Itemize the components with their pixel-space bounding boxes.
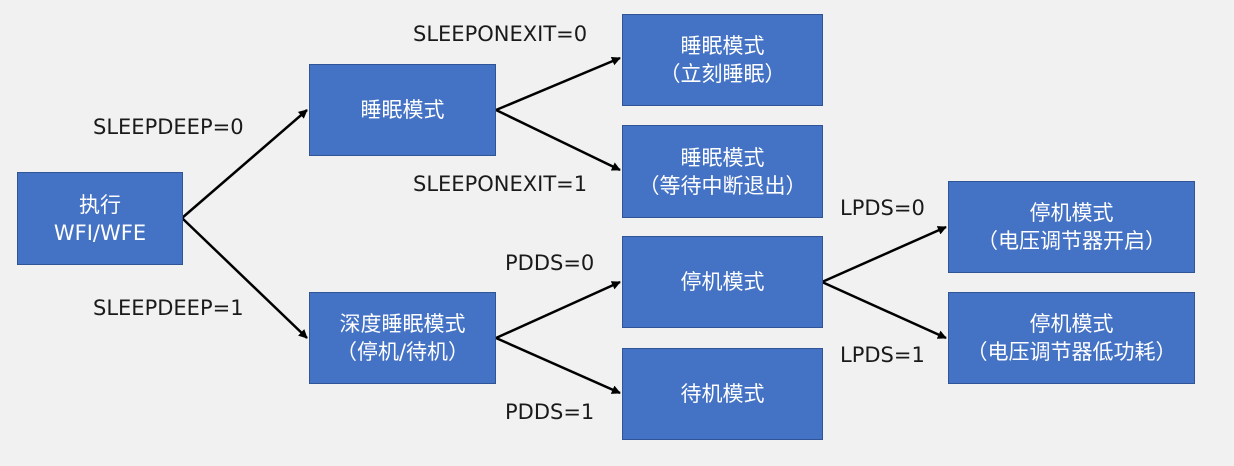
node-execute-wfi-wfe: 执行 WFI/WFE <box>17 172 183 265</box>
node-sleep-immediate: 睡眠模式 （立刻睡眠） <box>622 14 823 106</box>
node-deep-sleep-line2: （停机/待机） <box>335 340 470 364</box>
label-sleepdeep-0: SLEEPDEEP=0 <box>93 115 244 139</box>
node-standby-mode-line1: 待机模式 <box>680 382 765 406</box>
node-stop-regulator-on-line1: 停机模式 <box>1029 201 1114 225</box>
label-sleeponexit-1: SLEEPONEXIT=1 <box>413 172 588 196</box>
label-lpds-0: LPDS=0 <box>840 196 925 220</box>
node-sleep-mode-line1: 睡眠模式 <box>360 98 445 122</box>
arrow-deep-sleep-to-standby <box>495 336 621 395</box>
node-sleep-immediate-line2: （立刻睡眠） <box>659 62 786 86</box>
arrow-execute-to-sleep <box>181 109 308 219</box>
arrow-sleep-to-on-exit <box>495 108 621 172</box>
node-execute-line2: WFI/WFE <box>53 220 147 245</box>
node-stop-regulator-on: 停机模式 （电压调节器开启） <box>948 181 1195 273</box>
label-pdds-0: PDDS=0 <box>505 251 595 275</box>
node-deep-sleep: 深度睡眠模式 （停机/待机） <box>309 292 496 384</box>
node-sleep-on-exit-line1: 睡眠模式 <box>680 145 765 170</box>
arrow-stop-to-regulator-lowpower <box>821 280 947 340</box>
node-stop-mode-line1: 停机模式 <box>680 270 765 294</box>
node-sleep-immediate-line1: 睡眠模式 <box>680 34 765 58</box>
node-sleep-on-exit: 睡眠模式 （等待中断退出） <box>622 125 823 218</box>
arrow-execute-to-deep-sleep <box>181 217 308 339</box>
node-sleep-mode: 睡眠模式 <box>309 64 496 156</box>
node-stop-regulator-lowpower-line1: 停机模式 <box>1029 312 1114 336</box>
node-standby-mode: 待机模式 <box>622 348 823 440</box>
node-stop-mode: 停机模式 <box>622 236 823 328</box>
node-stop-regulator-lowpower-line2: （电压调节器低功耗） <box>966 340 1177 364</box>
node-execute-line1: 执行 <box>79 192 121 217</box>
node-sleep-on-exit-line2: （等待中断退出） <box>638 173 807 198</box>
node-stop-regulator-lowpower: 停机模式 （电压调节器低功耗） <box>948 292 1195 384</box>
arrow-deep-sleep-to-stop <box>495 280 621 340</box>
arrow-sleep-to-immediate <box>495 56 621 112</box>
label-sleepdeep-1: SLEEPDEEP=1 <box>93 296 244 320</box>
label-lpds-1: LPDS=1 <box>840 343 925 367</box>
node-stop-regulator-on-line2: （电压调节器开启） <box>977 229 1166 253</box>
label-sleeponexit-0: SLEEPONEXIT=0 <box>413 22 588 46</box>
label-pdds-1: PDDS=1 <box>505 400 595 424</box>
arrow-stop-to-regulator-on <box>821 225 947 284</box>
node-deep-sleep-line1: 深度睡眠模式 <box>339 312 466 336</box>
